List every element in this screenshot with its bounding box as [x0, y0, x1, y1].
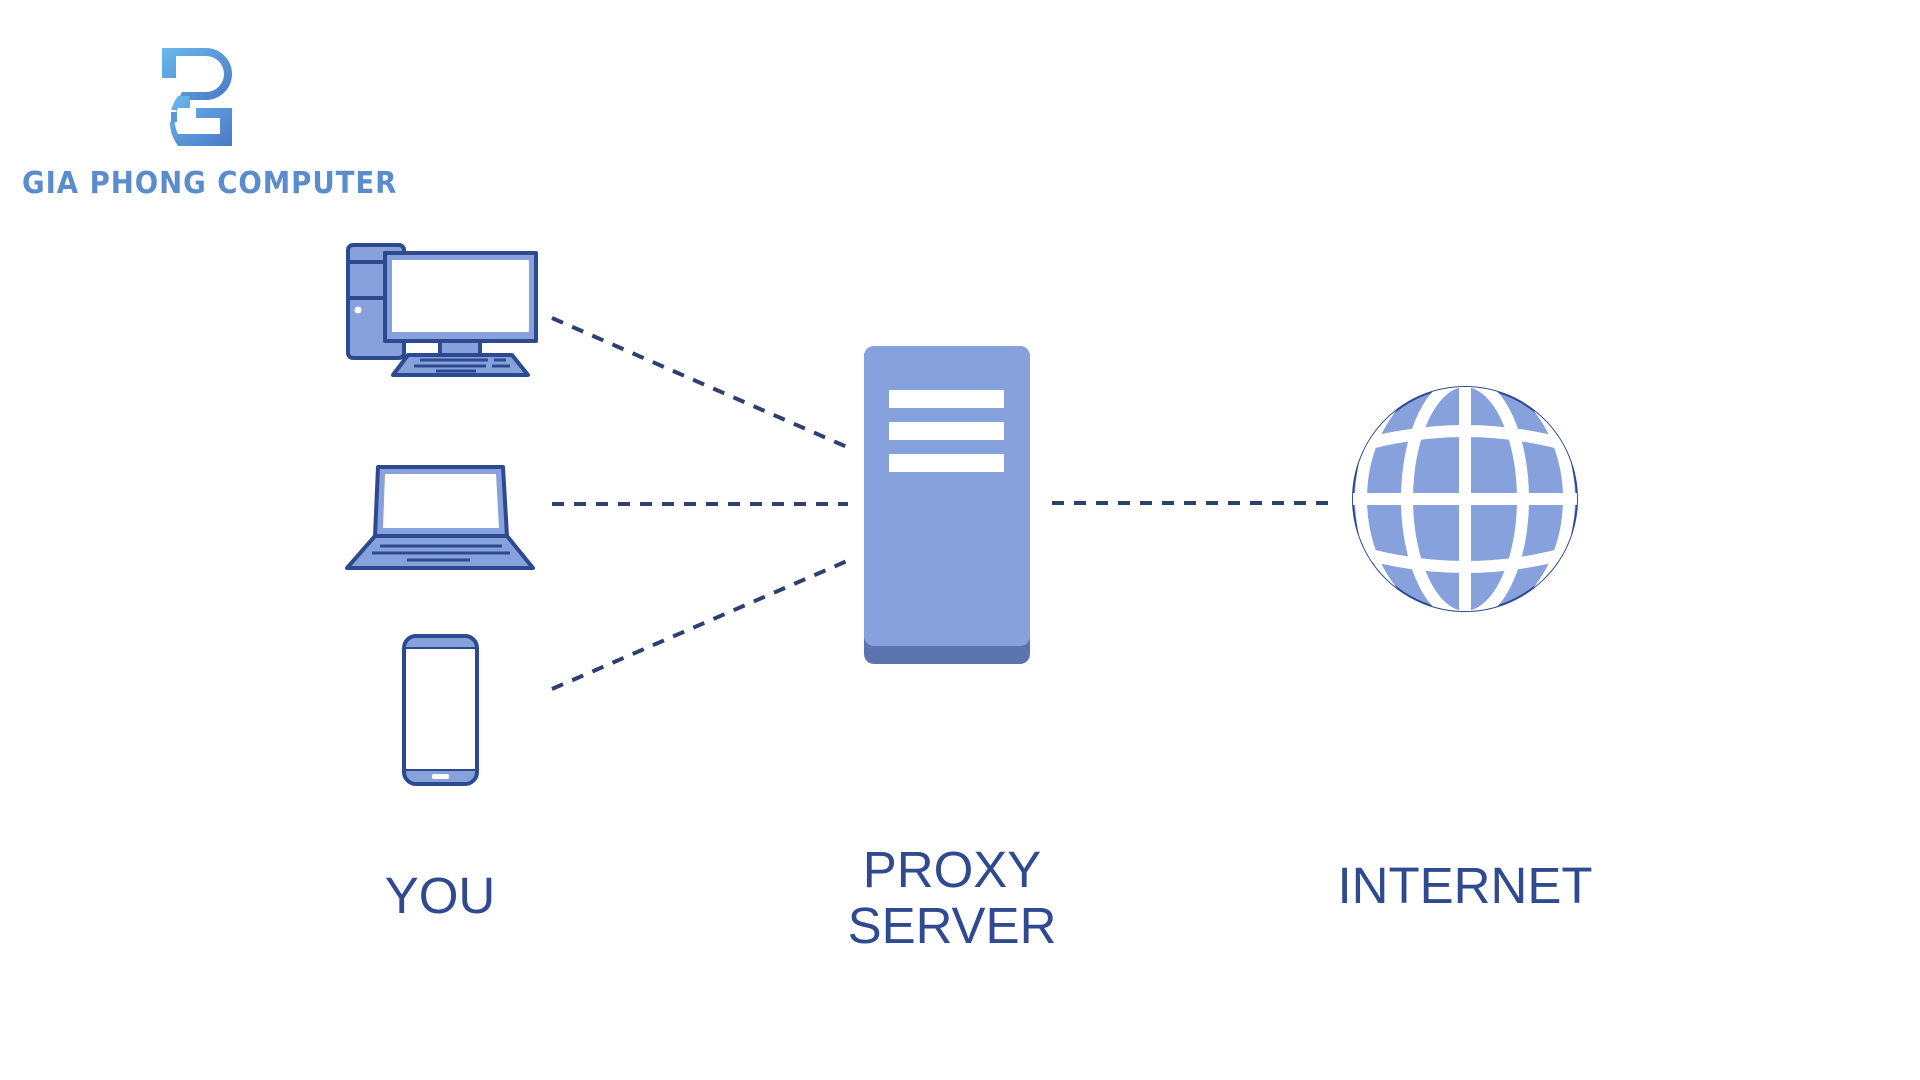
server-icon: [864, 346, 1030, 664]
label-you: YOU: [384, 867, 496, 924]
label-proxy-server: PROXY SERVER: [820, 842, 1084, 954]
desktop-computer-icon: [346, 243, 538, 377]
gp-monogram-icon: [162, 48, 232, 146]
edge-desktop-proxy: [551, 316, 848, 449]
brand-name: GIA PHONG COMPUTER: [22, 166, 398, 201]
smartphone-icon: [402, 634, 479, 786]
label-proxy-line2: SERVER: [847, 897, 1057, 954]
globe-icon: [1352, 386, 1578, 612]
label-proxy-line1: PROXY: [862, 841, 1042, 898]
edge-phone-proxy: [551, 559, 848, 691]
label-internet: INTERNET: [1337, 857, 1593, 914]
laptop-icon: [345, 465, 535, 570]
